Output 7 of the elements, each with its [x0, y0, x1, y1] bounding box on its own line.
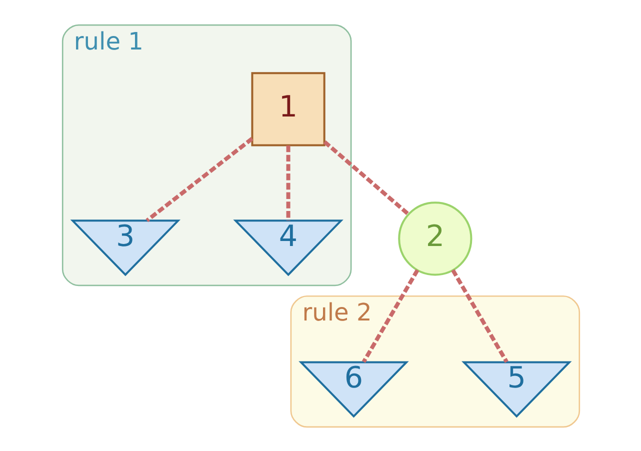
node-box: 1	[250, 72, 325, 146]
connector	[450, 268, 508, 362]
connector	[286, 145, 290, 220]
connector	[145, 136, 253, 222]
connector	[361, 268, 419, 362]
node-circle: 2	[398, 201, 472, 276]
connector	[322, 140, 410, 216]
